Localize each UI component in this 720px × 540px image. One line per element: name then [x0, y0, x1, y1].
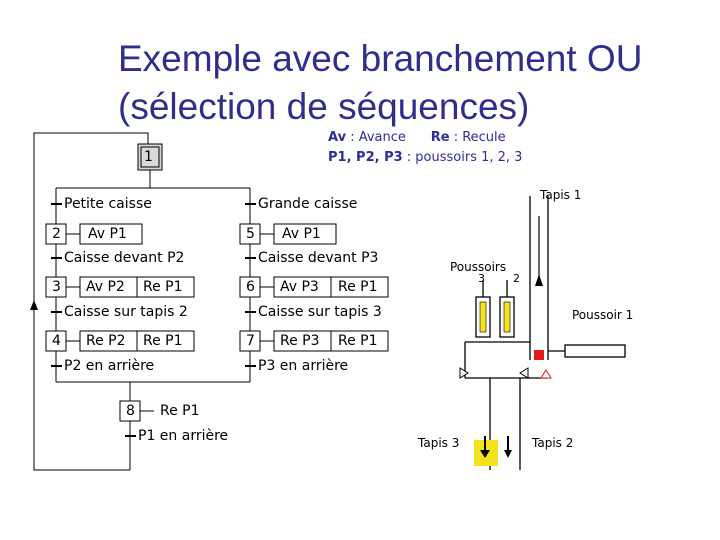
cond-petite-caisse: Petite caisse [64, 196, 152, 212]
step-2-action-1: Av P1 [88, 226, 127, 242]
sensor-left-icon [459, 367, 469, 379]
cond-grande-caisse: Grande caisse [258, 196, 358, 212]
poussoir-1-body [564, 344, 626, 358]
step-2-number: 2 [52, 226, 61, 242]
legend-re-key: Re [430, 130, 450, 145]
legend-av-text: : Avance [350, 130, 406, 145]
step-4-number: 4 [52, 333, 61, 349]
step-3-action-2: Re P1 [143, 279, 183, 295]
tapis3-arrow-icon [480, 450, 490, 458]
label-poussoir-3: 3 [478, 272, 485, 285]
label-tapis-1: Tapis 1 [540, 188, 582, 202]
cond-caisse-devant-p2: Caisse devant P2 [64, 250, 185, 266]
cond-caisse-devant-p3: Caisse devant P3 [258, 250, 379, 266]
legend-line2: P1, P2, P3 : poussoirs 1, 2, 3 [328, 151, 522, 164]
step-5-action-1: Av P1 [282, 226, 321, 242]
step-1-inner [140, 146, 160, 168]
step-3-number: 3 [52, 279, 61, 295]
cond-p3-en-arriere: P3 en arrière [258, 358, 349, 374]
label-poussoir-1: Poussoir 1 [572, 308, 634, 322]
step-6-number: 6 [246, 279, 255, 295]
step-1-number: 1 [144, 149, 153, 165]
poussoir-1-head [534, 350, 544, 360]
legend-p-key: P1, P2, P3 [328, 150, 403, 165]
label-poussoirs: Poussoirs [450, 260, 507, 274]
sensor-right-icon [519, 367, 529, 379]
legend-av-key: Av [328, 130, 347, 145]
loop-arrow-icon [30, 300, 38, 310]
step-4-action-2: Re P1 [143, 333, 183, 349]
cond-p2-en-arriere: P2 en arrière [64, 358, 155, 374]
legend-re-text: : Recule [453, 130, 506, 145]
tapis2-arrow-icon [504, 450, 512, 458]
page-title-line1: Exemple avec branchement OU [118, 38, 643, 79]
step-4-action-1: Re P2 [86, 333, 126, 349]
step-6-action-2: Re P1 [338, 279, 378, 295]
poussoir-3-rod [479, 301, 487, 333]
cond-caisse-sur-tapis-2: Caisse sur tapis 2 [64, 304, 188, 320]
legend-p-text: : poussoirs 1, 2, 3 [406, 150, 523, 165]
step-3-action-1: Av P2 [86, 279, 125, 295]
label-tapis-2: Tapis 2 [532, 436, 574, 450]
step-7-action-1: Re P3 [280, 333, 320, 349]
sensor-red-icon [540, 369, 552, 379]
step-7-number: 7 [246, 333, 255, 349]
step-7-action-2: Re P1 [338, 333, 378, 349]
cond-p1-en-arriere: P1 en arrière [138, 428, 229, 444]
label-poussoir-2: 2 [513, 272, 520, 285]
step-6-action-1: Av P3 [280, 279, 319, 295]
step-5-number: 5 [246, 226, 255, 242]
page-title-line2: (sélection de séquences) [118, 86, 530, 127]
plant-schematic [464, 196, 626, 470]
legend-line1: Av : Avance Re : Recule [328, 131, 506, 144]
step-8-number: 8 [126, 403, 135, 419]
loop-back-line [33, 132, 149, 471]
plant-colored-elements [459, 216, 552, 466]
cond-caisse-sur-tapis-3: Caisse sur tapis 3 [258, 304, 382, 320]
label-tapis-3: Tapis 3 [418, 436, 460, 450]
step-8-action-1: Re P1 [160, 403, 200, 419]
poussoir-2-rod [503, 301, 511, 333]
